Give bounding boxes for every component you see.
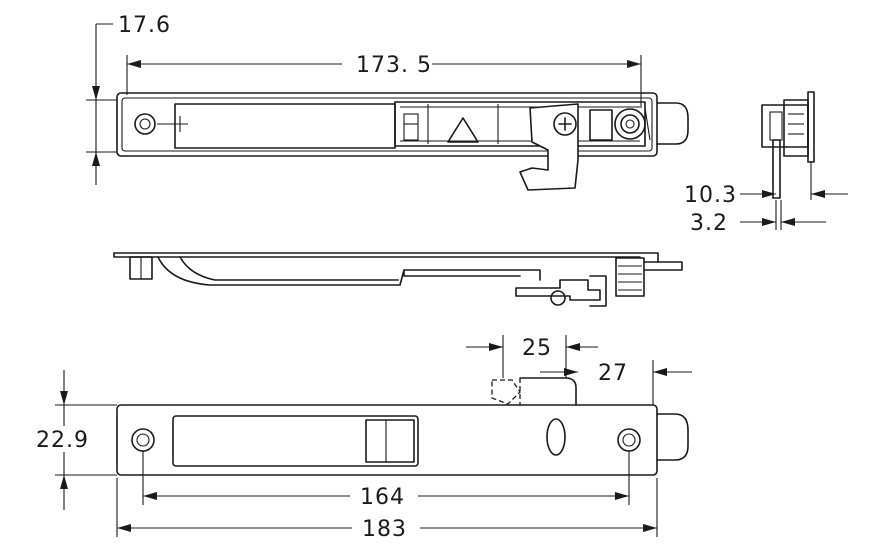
bottom-view — [116, 377, 689, 476]
top-plate-inner — [121, 97, 653, 152]
dim-latch-offset-label: 27 — [598, 361, 628, 386]
profile-step — [403, 269, 521, 277]
profile-screw-icon — [550, 290, 566, 306]
profile-body-inner — [179, 256, 399, 281]
bottom-oval-slot — [546, 418, 566, 456]
dim-side-offset-label: 10.3 — [684, 183, 737, 208]
top-cam-block — [589, 109, 613, 141]
bottom-right-tab — [656, 413, 689, 461]
dim-arrow — [811, 190, 825, 198]
dim-arrow — [143, 492, 157, 500]
profile-cam — [615, 257, 645, 297]
end-view-body — [761, 104, 809, 148]
dim-top-height: 17.6 — [86, 13, 171, 185]
dim-arrow — [615, 492, 629, 500]
dim-side-thickness-label: 3.2 — [690, 211, 728, 236]
dim-arrow — [60, 391, 68, 405]
latch-ghost — [491, 379, 521, 405]
dim-overall-length: 183 — [116, 478, 658, 542]
dim-latch-width-label: 25 — [522, 336, 552, 361]
top-left-hole — [134, 113, 156, 135]
dim-arrow — [627, 60, 641, 68]
dim-arrow — [117, 524, 131, 532]
latch-outline-right — [519, 377, 577, 406]
profile-hook-arm — [589, 275, 607, 307]
dim-arrow — [653, 368, 667, 376]
dim-arrow — [489, 343, 503, 351]
dim-arrow — [566, 343, 580, 351]
profile-hook — [515, 279, 601, 301]
end-view-inner-l — [769, 111, 783, 141]
profile-view — [113, 252, 683, 307]
top-cam-mark — [644, 107, 651, 141]
end-view-hook — [772, 139, 781, 199]
dim-bottom-height: 22.9 — [36, 370, 117, 510]
dim-top-length: 173. 5 — [126, 53, 642, 108]
top-cover — [174, 103, 396, 149]
dim-arrow — [781, 218, 795, 226]
profile-top-plate — [113, 252, 659, 263]
lock-knob-icon — [614, 108, 646, 140]
bottom-catch — [365, 419, 415, 463]
lock-knob-ring — [620, 114, 640, 134]
bottom-left-hole-inner — [136, 433, 150, 447]
top-view — [116, 92, 689, 191]
dim-arrow — [92, 152, 100, 166]
dim-hole-spacing: 164 — [142, 451, 630, 510]
dim-arrow — [762, 218, 776, 226]
end-view-plate — [807, 91, 815, 163]
dim-top-height-label: 17.6 — [118, 13, 171, 38]
dim-overall-length-label: 183 — [362, 517, 407, 542]
profile-body-curve — [157, 256, 541, 286]
profile-plate-underside — [113, 252, 641, 258]
dim-latch-width: 25 — [466, 335, 598, 378]
top-slot — [403, 113, 419, 141]
bottom-recess — [172, 415, 419, 467]
bottom-right-hole-inner — [622, 433, 636, 447]
end-view — [761, 91, 815, 230]
lock-knob-center — [625, 119, 635, 129]
top-plate-outline — [116, 92, 658, 157]
dim-arrow — [762, 190, 776, 198]
dim-top-length-label: 173. 5 — [356, 53, 432, 78]
profile-right-tab — [643, 261, 683, 271]
bottom-plate-outline — [116, 404, 658, 476]
dim-bottom-height-label: 22.9 — [36, 428, 89, 453]
dim-latch-offset: 27 — [540, 360, 692, 405]
triangle-icon — [447, 117, 479, 143]
dim-side-offset: 10.3 — [684, 183, 848, 208]
bottom-right-hole — [617, 428, 641, 452]
dim-arrow — [92, 86, 100, 100]
top-left-hole-inner — [139, 118, 151, 130]
dim-side-thickness: 3.2 — [690, 211, 826, 236]
dim-arrow — [643, 524, 657, 532]
dim-arrow — [127, 60, 141, 68]
dim-arrow — [564, 368, 578, 376]
top-right-tab — [656, 102, 689, 145]
dim-hole-spacing-label: 164 — [360, 485, 405, 510]
dim-arrow — [60, 475, 68, 489]
bottom-left-hole — [131, 428, 155, 452]
